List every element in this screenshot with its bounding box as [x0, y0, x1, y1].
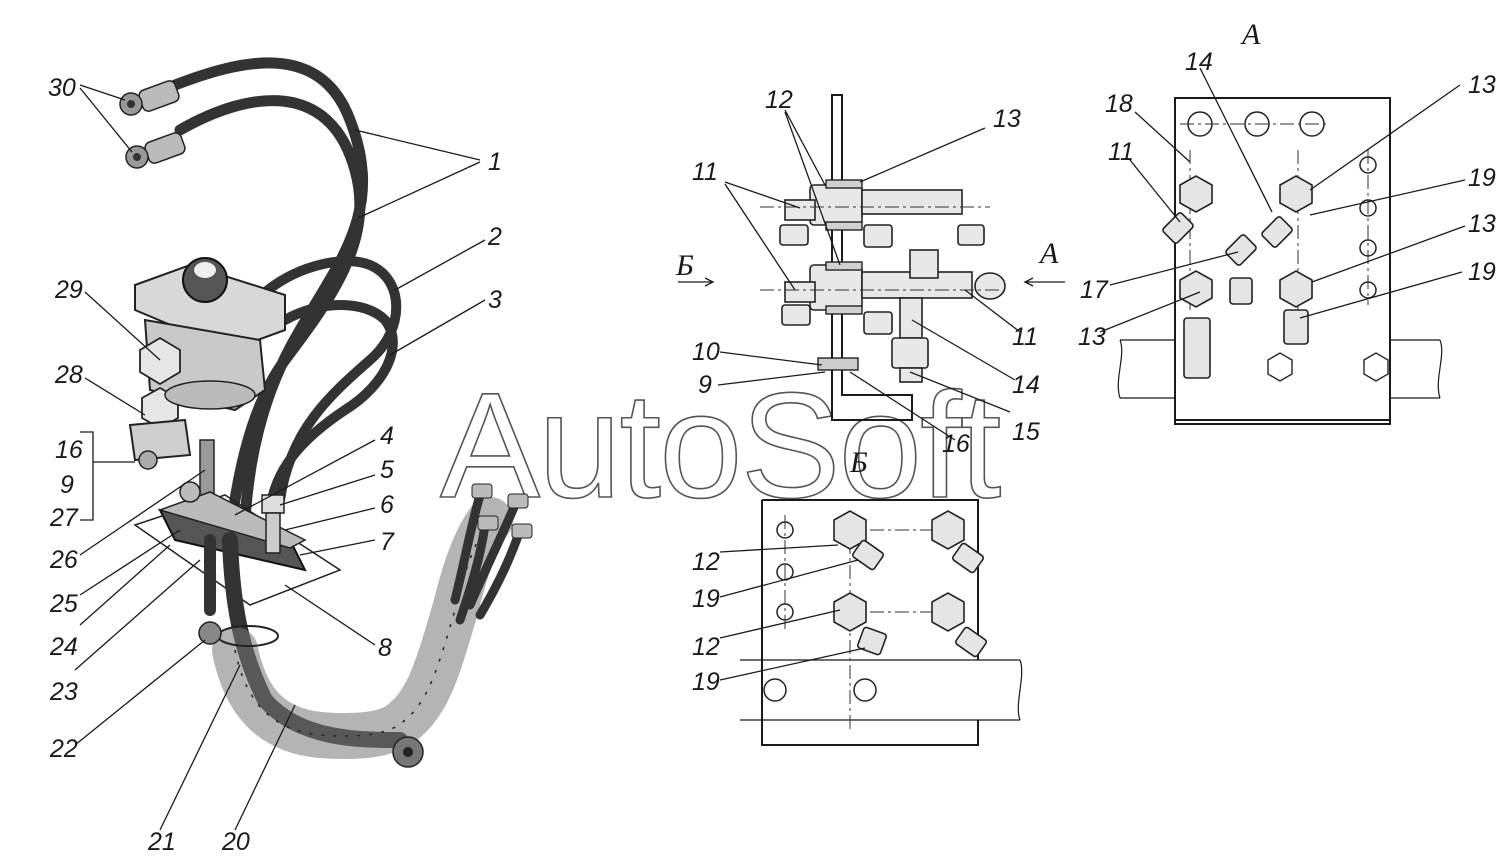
watermark: AutoSoft [440, 361, 1001, 529]
callout-13c: 13 [1078, 323, 1106, 351]
leader-lines-right [1099, 67, 1466, 333]
view-b-title: Б [849, 446, 868, 479]
callouts-bottom: 12 19 12 19 [692, 548, 720, 696]
callout-6: 6 [380, 491, 394, 519]
stud [265, 512, 281, 554]
callout-22: 22 [49, 735, 78, 763]
nut [261, 494, 285, 514]
hose-2 [263, 256, 402, 505]
view-arrow-b: Б [675, 249, 694, 282]
callout-27: 27 [49, 504, 79, 532]
callout-19b: 19 [692, 668, 720, 696]
callout-13a: 13 [1468, 71, 1496, 99]
callout-19a: 19 [692, 585, 720, 613]
callout-21: 21 [147, 828, 176, 856]
view-a: А [1117, 18, 1443, 425]
callouts-right: 14 18 13 11 19 13 17 19 13 [1078, 48, 1496, 351]
callout-3: 3 [488, 286, 502, 314]
callout-9: 9 [60, 471, 74, 499]
callout-13b: 13 [1468, 210, 1496, 238]
callout-12: 12 [765, 86, 793, 114]
hose-end-fittings [119, 80, 186, 169]
callout-16: 16 [942, 430, 970, 458]
callout-15: 15 [1012, 418, 1040, 446]
clamp-nut [198, 621, 222, 645]
callouts-left: 30 1 2 3 29 28 16 9 27 26 4 5 6 7 25 24 … [48, 74, 502, 856]
callout-17: 17 [1080, 276, 1109, 304]
callout-25: 25 [49, 590, 78, 618]
callout-5: 5 [380, 456, 394, 484]
callout-7: 7 [380, 528, 395, 556]
callout-19a: 19 [1468, 164, 1496, 192]
callout-11a: 11 [692, 158, 718, 186]
callout-14: 14 [1012, 371, 1040, 399]
view-b: Б [740, 446, 1023, 746]
harness-hose-ends [450, 483, 533, 625]
callout-14: 14 [1185, 48, 1213, 76]
brake-valve-body [134, 257, 286, 430]
callout-23: 23 [49, 678, 78, 706]
hose-3 [265, 300, 398, 515]
fitting-side-view: Б А [675, 94, 1065, 421]
callout-11b: 11 [1012, 323, 1038, 351]
callout-29: 29 [54, 276, 83, 304]
callout-18: 18 [1105, 90, 1133, 118]
leader-lines-bottom [719, 544, 866, 681]
callout-26: 26 [49, 546, 78, 574]
bolt [138, 450, 158, 470]
callout-8: 8 [378, 634, 392, 662]
callout-19b: 19 [1468, 258, 1496, 286]
callout-9: 9 [698, 371, 712, 399]
view-a-plate [1174, 97, 1391, 425]
callout-30: 30 [48, 74, 76, 102]
view-a-title: А [1240, 18, 1261, 51]
callout-2: 2 [487, 223, 502, 251]
callout-13: 13 [993, 105, 1021, 133]
callout-1: 1 [488, 148, 502, 176]
callout-24: 24 [49, 633, 78, 661]
valve-assembly-3d [119, 57, 533, 768]
callout-4: 4 [380, 422, 394, 450]
callout-11: 11 [1108, 138, 1134, 166]
leader-lines-middle [717, 109, 1021, 441]
callout-12a: 12 [692, 548, 720, 576]
callout-20: 20 [221, 828, 250, 856]
callout-28: 28 [54, 361, 83, 389]
bracket [128, 418, 192, 462]
callout-16: 16 [55, 436, 83, 464]
view-arrow-a: А [1038, 237, 1059, 270]
callout-10: 10 [692, 338, 720, 366]
callout-12b: 12 [692, 633, 720, 661]
leader-lines-left [74, 84, 486, 831]
callouts-middle: 12 13 11 11 10 9 16 14 15 [692, 86, 1040, 458]
